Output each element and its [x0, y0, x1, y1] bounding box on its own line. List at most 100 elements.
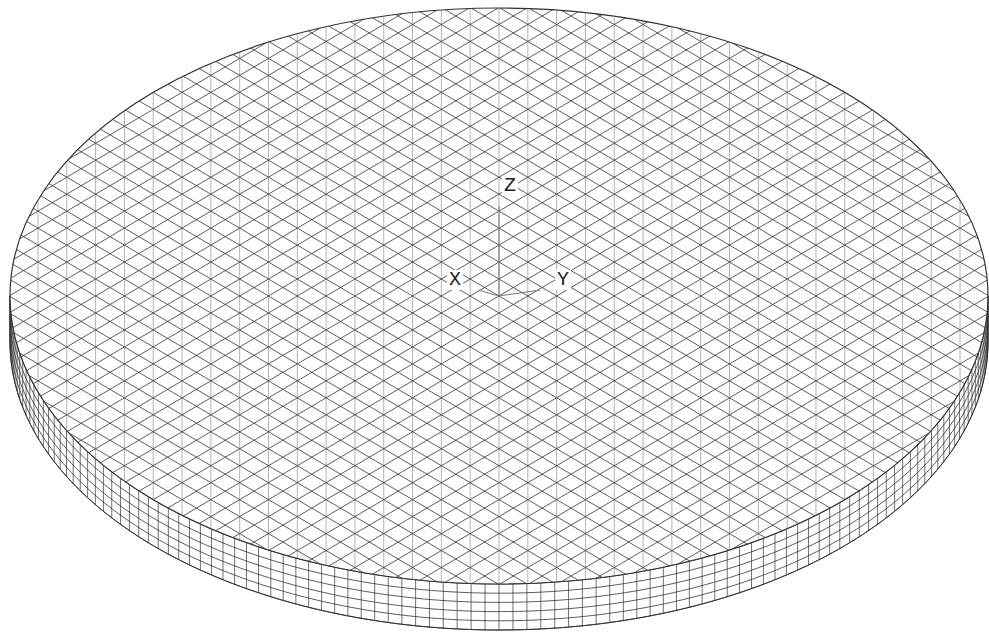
- mesh-diagonal: [614, 381, 615, 398]
- mesh-diagonal: [268, 245, 269, 262]
- mesh-diagonal: [815, 398, 816, 415]
- mesh-diagonal: [988, 296, 989, 313]
- mesh-diagonal: [614, 313, 615, 330]
- mesh-diagonal: [326, 262, 327, 279]
- mesh-diagonal: [527, 330, 528, 347]
- mesh-diagonal: [815, 330, 816, 347]
- axis-triad: [478, 206, 540, 296]
- mesh-diagonal: [182, 228, 183, 245]
- mesh-diagonal: [614, 143, 615, 160]
- mesh-diagonal: [931, 177, 932, 194]
- mesh-diagonal: [124, 364, 125, 381]
- side-element-edge: [388, 577, 389, 623]
- mesh-diagonal: [527, 364, 528, 381]
- mesh-diagonal: [326, 330, 327, 347]
- mesh-diagonal: [988, 245, 989, 262]
- mesh-diagonal: [441, 449, 442, 466]
- mesh-diagonal: [66, 415, 67, 432]
- mesh-diagonal: [873, 279, 874, 296]
- mesh-diagonal: [441, 618, 442, 633]
- mesh-diagonal: [527, 143, 528, 160]
- mesh-diagonal: [383, 398, 384, 415]
- mesh-diagonal: [412, 568, 413, 585]
- mesh-diagonal: [614, 58, 615, 75]
- mesh-diagonal: [441, 585, 442, 602]
- mesh-diagonal: [470, 534, 471, 551]
- mesh-diagonal: [470, 245, 471, 262]
- mesh-diagonal: [815, 194, 816, 211]
- mesh-line: [0, 0, 989, 610]
- mesh-diagonal: [470, 75, 471, 92]
- mesh-diagonal: [931, 415, 932, 432]
- mesh-diagonal: [902, 330, 903, 347]
- mesh-diagonal: [470, 381, 471, 398]
- mesh-diagonal: [700, 296, 701, 313]
- mesh-diagonal: [239, 126, 240, 143]
- mesh-diagonal: [354, 92, 355, 109]
- mesh-diagonal: [124, 449, 125, 466]
- mesh-diagonal: [95, 364, 96, 381]
- mesh-diagonal: [239, 313, 240, 330]
- mesh-diagonal: [527, 41, 528, 58]
- mesh-diagonal: [95, 432, 96, 449]
- mesh-diagonal: [441, 160, 442, 177]
- mesh-diagonal: [902, 262, 903, 279]
- mesh-diagonal: [124, 313, 125, 330]
- mesh-diagonal: [239, 296, 240, 313]
- mesh-diagonal: [354, 177, 355, 194]
- mesh-diagonal: [153, 347, 154, 364]
- mesh-diagonal: [326, 160, 327, 177]
- mesh-diagonal: [326, 296, 327, 313]
- mesh-diagonal: [873, 398, 874, 415]
- mesh-diagonal: [239, 262, 240, 279]
- side-element-edge: [886, 472, 887, 518]
- mesh-diagonal: [268, 109, 269, 126]
- mesh-diagonal: [210, 466, 211, 483]
- mesh-diagonal: [556, 585, 557, 602]
- mesh-diagonal: [585, 194, 586, 211]
- mesh-diagonal: [700, 143, 701, 160]
- side-element-edge: [457, 583, 458, 629]
- mesh-diagonal: [37, 347, 38, 364]
- mesh-diagonal: [239, 109, 240, 126]
- mesh-diagonal: [383, 500, 384, 517]
- mesh-line: [182, 109, 989, 633]
- mesh-diagonal: [758, 109, 759, 126]
- mesh-diagonal: [499, 432, 500, 449]
- mesh-diagonal: [470, 364, 471, 381]
- mesh-diagonal: [671, 296, 672, 313]
- mesh-diagonal: [239, 381, 240, 398]
- mesh-diagonal: [758, 126, 759, 143]
- mesh-diagonal: [700, 177, 701, 194]
- mesh-diagonal: [844, 364, 845, 381]
- mesh-diagonal: [527, 58, 528, 75]
- mesh-diagonal: [815, 364, 816, 381]
- mesh-diagonal: [412, 551, 413, 568]
- mesh-diagonal: [412, 296, 413, 313]
- mesh-diagonal: [441, 381, 442, 398]
- side-element-edge: [48, 408, 49, 454]
- mesh-diagonal: [470, 109, 471, 126]
- side-element-edge: [26, 369, 27, 415]
- mesh-diagonal: [585, 381, 586, 398]
- mesh-diagonal: [297, 228, 298, 245]
- mesh-diagonal: [326, 126, 327, 143]
- mesh-diagonal: [527, 466, 528, 483]
- mesh-diagonal: [499, 177, 500, 194]
- mesh-diagonal: [585, 211, 586, 228]
- mesh-diagonal: [354, 449, 355, 466]
- mesh-diagonal: [66, 279, 67, 296]
- side-element-edge: [917, 445, 918, 491]
- mesh-diagonal: [297, 24, 298, 41]
- mesh-diagonal: [124, 160, 125, 177]
- mesh-line: [0, 8, 989, 619]
- mesh-diagonal: [614, 41, 615, 58]
- mesh-diagonal: [95, 126, 96, 143]
- side-element-edge: [949, 408, 950, 454]
- mesh-line: [168, 101, 989, 633]
- side-element-edge: [211, 529, 212, 575]
- mesh-diagonal: [470, 143, 471, 160]
- mesh-diagonal: [383, 381, 384, 398]
- mesh-diagonal: [671, 24, 672, 41]
- mesh-diagonal: [441, 58, 442, 75]
